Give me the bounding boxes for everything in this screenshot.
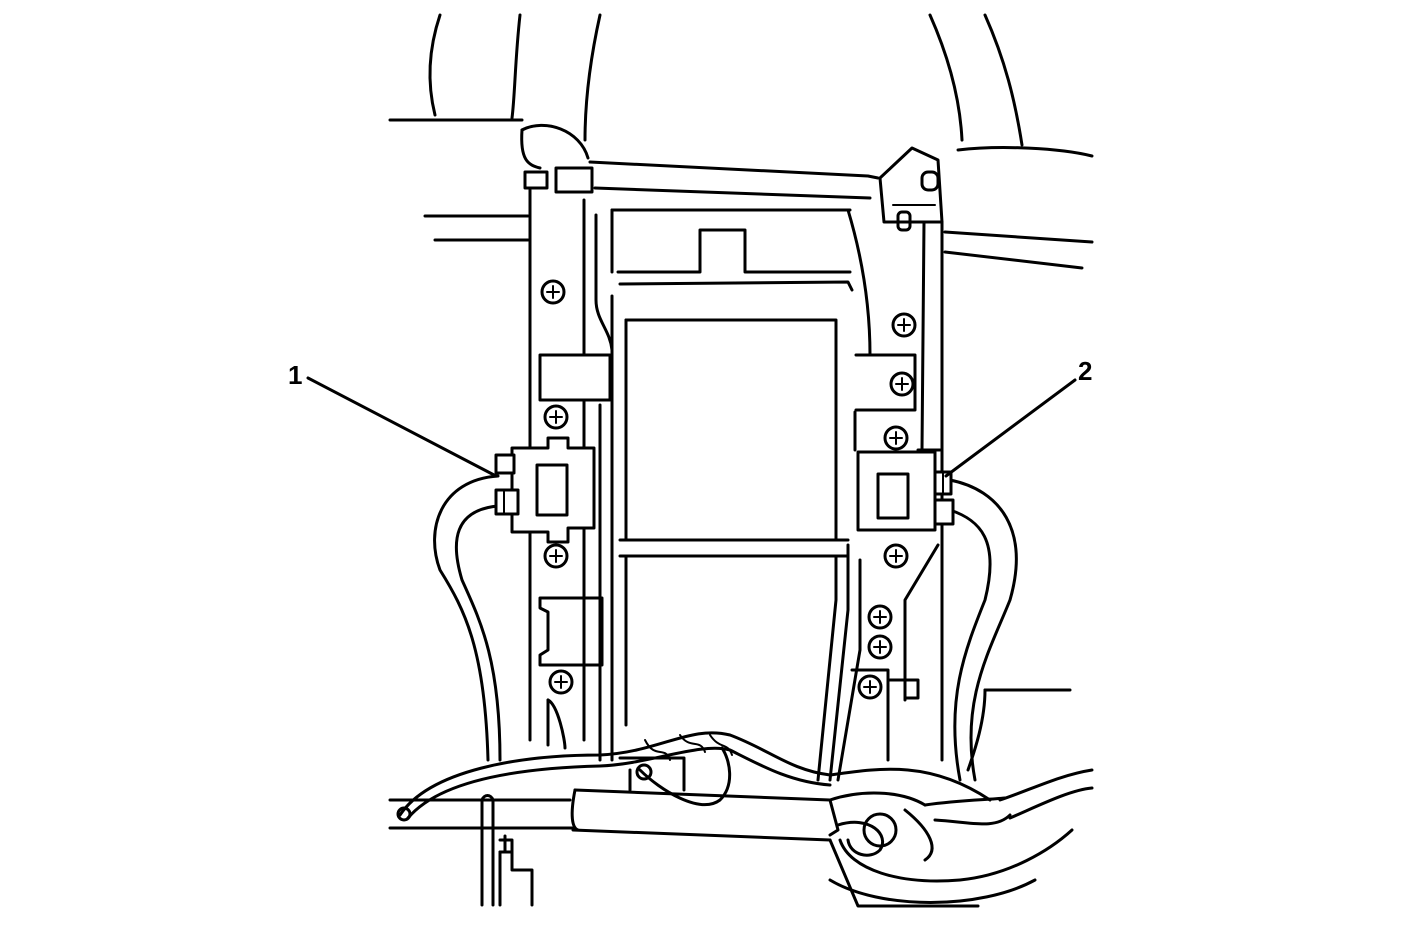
screw-icon bbox=[543, 543, 569, 569]
seat-back-panel bbox=[610, 208, 854, 782]
callout-label-1: 1 bbox=[288, 360, 302, 390]
screws bbox=[540, 279, 917, 700]
callout-label-2: 2 bbox=[1078, 356, 1092, 386]
left-switch-module bbox=[494, 436, 596, 544]
right-switch-module bbox=[856, 450, 955, 532]
lower-adjuster-rods bbox=[480, 794, 534, 907]
seat-cushion-base bbox=[388, 688, 1094, 908]
seat-back-cushion bbox=[388, 13, 1094, 270]
screw-icon bbox=[857, 674, 883, 700]
screw-icon bbox=[540, 279, 566, 305]
screw-icon bbox=[891, 312, 917, 338]
screw-icon bbox=[889, 371, 915, 397]
rail-tabs bbox=[538, 353, 920, 762]
screw-icon bbox=[867, 634, 893, 660]
callout-2: 2 bbox=[944, 356, 1092, 478]
screw-icon bbox=[543, 404, 569, 430]
screw-icon bbox=[548, 669, 574, 695]
upper-cross-member bbox=[520, 123, 880, 200]
screw-icon bbox=[867, 604, 893, 630]
upper-right-bracket bbox=[878, 146, 944, 232]
right-frame-rail bbox=[828, 208, 944, 782]
screw-icon bbox=[883, 543, 909, 569]
callout-1: 1 bbox=[288, 360, 498, 478]
screw-icon bbox=[883, 425, 909, 451]
